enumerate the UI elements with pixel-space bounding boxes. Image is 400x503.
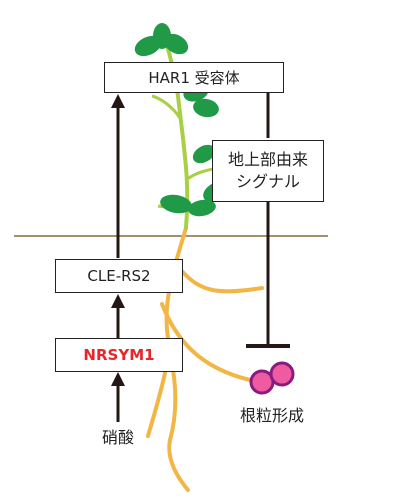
nodule-root [160,302,252,382]
leaf [192,144,216,164]
signal-arrows [111,91,290,422]
har1-receptor-label: HAR1 受容体 [148,69,240,87]
shoot-signal-label-line2: シグナル [235,172,300,191]
leaf [193,98,219,118]
arrowhead [111,94,125,108]
nodulation-label: 根粒形成 [239,406,304,425]
nitrate-label: 硝酸 [101,428,134,447]
arrowhead [111,294,125,308]
leaf [160,194,192,214]
har1-receptor-box: HAR1 受容体 [104,62,284,93]
nodule [269,361,295,387]
cle-rs2-label: CLE-RS2 [87,267,151,285]
plant-leaves [134,23,225,217]
leaf [163,33,189,55]
plant-stem [164,40,190,230]
cle-rs2-box: CLE-RS2 [55,259,183,293]
nrsym1-box: NRSYM1 [55,338,183,372]
shoot-signal-box: 地上部由来 シグナル [212,140,324,202]
nrsym1-label: NRSYM1 [83,346,155,364]
right-root [179,268,264,294]
leaf-stalk [151,94,182,119]
leaf [188,199,216,217]
shoot-signal-label-line1: 地上部由来 [227,150,308,170]
arrowhead [111,372,125,386]
root-nodules [249,361,295,395]
